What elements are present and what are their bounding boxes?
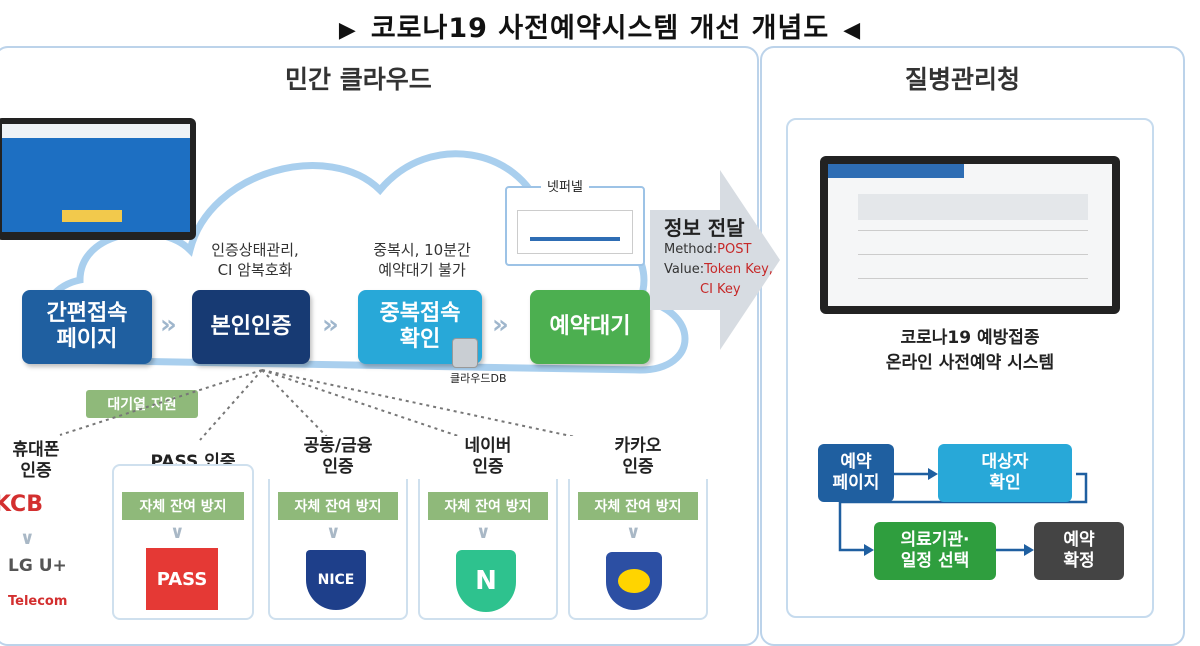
- title-text: 코로나19 사전예약시스템 개선 개념도: [370, 13, 830, 44]
- transfer-details: Method:POST Value:Token Key, CI Key: [664, 240, 774, 300]
- method-key: Method:: [664, 242, 718, 257]
- kakao-bubble-icon: [618, 569, 650, 593]
- joint-badge: 자체 잔여 방지: [278, 492, 398, 520]
- provider-joint-title: 공동/금융 인증: [268, 436, 408, 479]
- database-icon: [452, 338, 478, 368]
- triangle-left-icon: ◀: [843, 18, 862, 43]
- naver-badge: 자체 잔여 방지: [428, 492, 548, 520]
- transfer-title: 정보 전달: [664, 216, 745, 240]
- flow-reservation-page: 예약 페이지: [818, 444, 894, 502]
- chevron-right-icon: »: [492, 310, 509, 340]
- triangle-right-icon: ▶: [338, 18, 357, 43]
- monitor-right-screen: [828, 164, 1112, 306]
- flow-target-check: 대상자 확인: [938, 444, 1072, 502]
- pass-logo: PASS: [146, 548, 218, 610]
- telecom-logo: Telecom: [8, 594, 68, 609]
- chevron-down-icon: ∨: [476, 522, 491, 543]
- caption-duplicate: 중복시, 10분간 예약대기 불가: [373, 241, 471, 280]
- provider-naver-title: 네이버 인증: [418, 436, 558, 479]
- provider-phone-title: 휴대폰 인증: [12, 440, 60, 482]
- monitor-left: [0, 118, 196, 240]
- private-cloud-title: 민간 클라우드: [285, 65, 432, 94]
- lgu-logo: LG U+: [8, 556, 67, 576]
- flow-institution-select: 의료기관· 일정 선택: [874, 522, 996, 580]
- chevron-down-icon: ∨: [20, 528, 35, 549]
- kdca-title: 질병관리청: [905, 65, 1021, 94]
- transfer-arrow: [650, 170, 780, 350]
- pass-badge: 자체 잔여 방지: [122, 492, 244, 520]
- provider-kakao-title: 카카오 인증: [568, 436, 708, 479]
- netfunnel-box: 넷퍼넬: [505, 176, 645, 266]
- step-simple-access: 간편접속 페이지: [22, 290, 152, 364]
- monitor-right: [820, 156, 1120, 314]
- step-waiting: 예약대기: [530, 290, 650, 364]
- monitor-left-screen: [2, 124, 190, 232]
- waiting-support-label: 대기열 지원: [86, 390, 198, 418]
- chevron-down-icon: ∨: [170, 522, 185, 543]
- flow-connectors: [838, 468, 1088, 556]
- chevron-right-icon: »: [160, 310, 177, 340]
- kakao-badge: 자체 잔여 방지: [578, 492, 698, 520]
- value-value-2: CI Key: [700, 282, 741, 298]
- value-value: Token Key,: [704, 262, 773, 278]
- kakao-logo: [606, 552, 662, 610]
- chevron-down-icon: ∨: [626, 522, 641, 543]
- caption-auth: 인증상태관리, CI 암복호화: [211, 241, 299, 280]
- system-label: 코로나19 예방접종 온라인 사전예약 시스템: [885, 328, 1055, 373]
- netfunnel-screen: [517, 210, 633, 254]
- value-key: Value:: [664, 262, 705, 278]
- nice-logo: NICE: [306, 550, 366, 610]
- naver-logo: N: [456, 550, 516, 612]
- provider-kakao-card: [568, 464, 708, 620]
- cloud-db-label: 클라우드DB: [450, 372, 507, 385]
- step-identity-auth: 본인인증: [192, 290, 310, 364]
- method-value: POST: [717, 242, 752, 257]
- kcb-logo: KCB: [0, 492, 43, 517]
- chevron-down-icon: ∨: [326, 522, 341, 543]
- diagram-title: ▶ 코로나19 사전예약시스템 개선 개념도 ◀: [0, 6, 1200, 45]
- auth-dotted-lines: [59, 369, 581, 441]
- netfunnel-label: 넷퍼넬: [541, 176, 589, 195]
- chevron-right-icon: »: [322, 310, 339, 340]
- flow-reservation-confirm: 예약 확정: [1034, 522, 1124, 580]
